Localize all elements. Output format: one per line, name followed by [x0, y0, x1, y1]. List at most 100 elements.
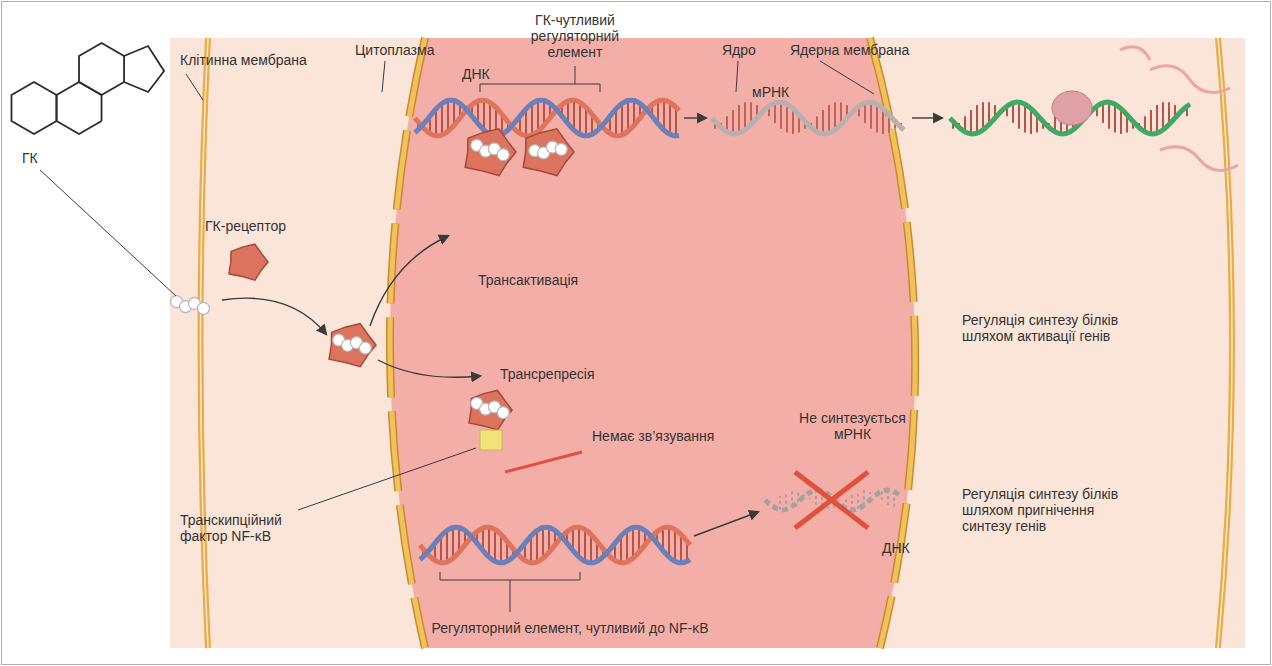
- helix-rung: [1162, 102, 1164, 130]
- no-binding-mark: [505, 452, 582, 472]
- label-text: ГК-рецептор: [205, 218, 286, 234]
- arrow: [370, 236, 448, 326]
- helix-rung: [621, 103, 623, 135]
- helix-rung: [982, 102, 984, 130]
- arrow: [684, 117, 706, 118]
- arrow: [378, 360, 480, 377]
- helix-rung: [738, 105, 740, 133]
- steroid-ring: [79, 43, 124, 95]
- helix-rung: [674, 529, 676, 561]
- arrow: [222, 298, 326, 334]
- label-text: ГК: [22, 150, 38, 166]
- helix-rung: [626, 530, 628, 562]
- nf-kb-factor: [480, 430, 502, 450]
- gc-molecule: [555, 143, 567, 155]
- helix-rung: [803, 494, 805, 496]
- label-text: мРНК: [752, 84, 789, 100]
- helix-rung: [452, 527, 454, 558]
- helix-rung: [1024, 104, 1026, 132]
- leader-line: [580, 572, 581, 580]
- helix-rung: [668, 527, 670, 557]
- label-text: Регуляція синтезу білків шляхом пригніче…: [962, 486, 1147, 534]
- protein-chain: [1150, 66, 1230, 93]
- cross-mark: [795, 472, 868, 528]
- steroid-structure: [11, 43, 164, 134]
- cell-membrane: [201, 38, 209, 648]
- ribosome: [1052, 91, 1092, 125]
- helix-rung: [573, 100, 575, 130]
- helix-rung: [1108, 102, 1110, 129]
- helix-rung: [834, 102, 836, 130]
- leader-line: [820, 61, 874, 94]
- label-text: Цитоплазма: [355, 42, 434, 58]
- helix-rung: [663, 100, 665, 130]
- helix-rung: [446, 530, 448, 562]
- helix-rung: [863, 490, 865, 505]
- helix-rung: [1114, 104, 1116, 132]
- helix-rung: [1018, 102, 1020, 129]
- leader-line: [480, 84, 600, 85]
- helix-strand: [420, 527, 690, 563]
- nuclear-membrane: [870, 38, 915, 648]
- helix-rung: [876, 104, 878, 132]
- helix-rung: [537, 100, 539, 131]
- helix-rung: [542, 527, 544, 558]
- steroid-ring: [57, 82, 102, 134]
- helix-rung: [1150, 110, 1152, 134]
- leader-line: [40, 170, 176, 296]
- cell-membrane: [201, 38, 209, 648]
- helix-rung: [483, 100, 485, 130]
- cell-ground: [170, 38, 1245, 648]
- helix-strand: [420, 527, 690, 563]
- label-text: ДНК: [882, 540, 910, 556]
- label-text: Ядро: [722, 42, 756, 58]
- cell-membrane: [1218, 38, 1232, 648]
- steroid-ring: [11, 82, 56, 134]
- label-text: Не синтезується мРНК: [790, 410, 915, 442]
- label-text: Транскипційний фактор NF-κB: [180, 512, 305, 544]
- leader-line: [736, 61, 738, 92]
- helix-rung: [488, 527, 490, 557]
- cross-mark: [795, 472, 868, 528]
- helix-rung: [447, 100, 449, 131]
- helix-rung: [584, 529, 586, 561]
- leader-line: [186, 74, 203, 100]
- gc-molecule: [197, 302, 209, 314]
- helix-rung: [780, 102, 782, 129]
- helix-rung: [441, 103, 443, 135]
- leader-line: [575, 66, 576, 84]
- label-text: Трансрепресія: [500, 366, 595, 382]
- gc-receptor: [469, 390, 512, 429]
- protein-chain: [1160, 147, 1238, 171]
- gc-molecule: [497, 149, 509, 161]
- cell-membrane: [1218, 38, 1232, 648]
- helix-rung: [578, 527, 580, 557]
- helix-rung: [870, 102, 872, 129]
- gc-receptor: [523, 129, 574, 176]
- helix-rung: [976, 105, 978, 133]
- gc-receptor: [465, 129, 516, 176]
- leader-line: [510, 580, 511, 612]
- helix-rung: [779, 496, 781, 510]
- helix-rung: [970, 110, 972, 134]
- helix-rung: [489, 102, 491, 134]
- label-text: Клітинна мембрана: [180, 52, 307, 68]
- nuclear-membrane: [870, 38, 915, 648]
- gc-molecule: [497, 407, 509, 419]
- label-text: ДНК: [462, 66, 490, 82]
- label-text: Регуляція синтезу білків шляхом активаці…: [962, 312, 1157, 344]
- helix-rung: [536, 530, 538, 562]
- label-text: Немає зв’язування: [592, 428, 714, 444]
- leader-line: [480, 84, 481, 92]
- leader-line: [298, 448, 476, 510]
- nucleus: [390, 38, 915, 648]
- steroid-ring: [124, 46, 164, 92]
- helix-rung: [531, 103, 533, 135]
- gc-receptor-complex: [329, 324, 376, 367]
- helix-rung: [797, 491, 799, 502]
- helix-rung: [632, 527, 634, 558]
- helix-rung: [828, 105, 830, 133]
